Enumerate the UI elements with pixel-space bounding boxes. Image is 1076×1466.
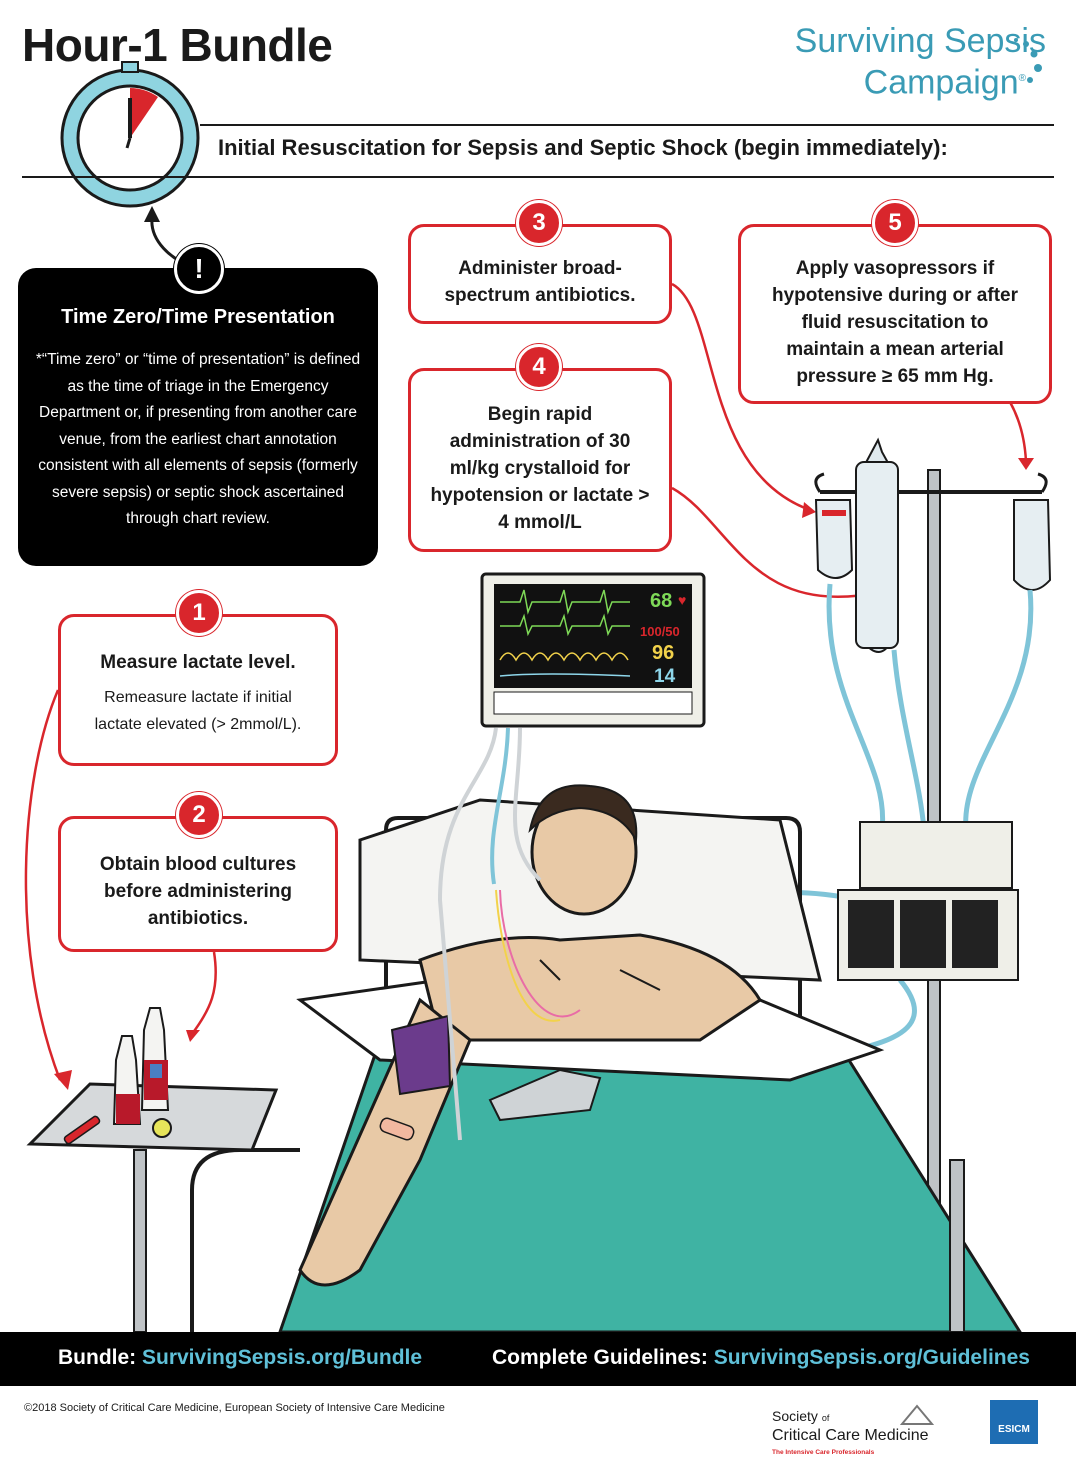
step-5-box: Apply vasopressors if hypotensive during…: [738, 224, 1052, 404]
footer-bundle-label: Bundle:: [58, 1346, 137, 1369]
footer-guidelines: Complete Guidelines: SurvivingSepsis.org…: [492, 1346, 1030, 1370]
esicm-logo: ESICM: [990, 1400, 1038, 1444]
step-1-main: Measure lactate level.: [100, 652, 296, 673]
step-4-badge: 4: [516, 344, 562, 390]
step-3-main: Administer broad-spectrum antibiotics.: [444, 258, 636, 306]
sccm-of: of: [821, 1413, 830, 1423]
time-zero-definition: *“Time zero” or “time of presentation” i…: [35, 351, 361, 527]
sccm-mountain-icon: [900, 1404, 934, 1425]
arrow-connectors: [24, 282, 1028, 1081]
footer-bundle: Bundle: SurvivingSepsis.org/Bundle: [58, 1346, 422, 1370]
page-title: Hour-1 Bundle: [22, 19, 333, 71]
footer-bar: Bundle: SurvivingSepsis.org/Bundle Compl…: [0, 1332, 1076, 1386]
infusion-pumps: [837, 821, 1019, 981]
monitor-heart-rate: 68: [650, 590, 673, 612]
patient-figure: [298, 784, 763, 1287]
brand-line-1: Surviving Sepsis: [794, 22, 1046, 60]
clock-icon: [60, 61, 200, 208]
step-2-box: Obtain blood cultures before administeri…: [58, 816, 338, 952]
patient-monitor: [480, 572, 706, 728]
header-rule-top: [200, 124, 1054, 126]
step-4-box: Begin rapid administration of 30 ml/kg c…: [408, 368, 672, 552]
alert-icon: !: [174, 244, 224, 294]
step-5-main: Apply vasopressors if hypotensive during…: [772, 258, 1018, 387]
brand-dots-icon: [1014, 38, 1042, 83]
header-rule-bottom: [22, 176, 1054, 178]
monitor-spo2: 96: [652, 642, 675, 664]
monitor-resp-rate: 14: [654, 666, 676, 687]
specimen-tray: [26, 1007, 279, 1333]
heart-icon: ♥: [678, 592, 687, 608]
brand-line-2: Campaign: [863, 63, 1019, 102]
step-3-box: Administer broad-spectrum antibiotics.: [408, 224, 672, 324]
step-3-badge: 3: [516, 200, 562, 246]
sccm-line-2: Critical Care Medicine: [772, 1427, 929, 1444]
registered-mark: ®: [1018, 73, 1026, 84]
time-zero-panel: Time Zero/Time Presentation *“Time zero”…: [18, 268, 378, 566]
step-2-main: Obtain blood cultures before administeri…: [99, 854, 297, 929]
step-1-box: Measure lactate level. Remeasure lactate…: [58, 614, 338, 766]
guidelines-link[interactable]: SurvivingSepsis.org/Guidelines: [713, 1346, 1030, 1369]
step-2-badge: 2: [176, 792, 222, 838]
copyright-text: ©2018 Society of Critical Care Medicine,…: [24, 1402, 445, 1414]
sccm-line-1: Society: [772, 1408, 818, 1424]
sccm-tagline: The Intensive Care Professionals: [772, 1449, 875, 1456]
time-zero-title: Time Zero/Time Presentation: [61, 306, 335, 328]
bundle-link[interactable]: SurvivingSepsis.org/Bundle: [142, 1346, 423, 1369]
sccm-logo: Society of Critical Care Medicine The In…: [772, 1408, 929, 1461]
step-4-main: Begin rapid administration of 30 ml/kg c…: [430, 404, 650, 533]
step-5-badge: 5: [872, 200, 918, 246]
brand-logo: Surviving Sepsis Campaign®: [795, 22, 1046, 101]
section-subtitle: Initial Resuscitation for Sepsis and Sep…: [218, 135, 948, 160]
footer-guidelines-label: Complete Guidelines:: [492, 1346, 708, 1369]
step-1-badge: 1: [176, 590, 222, 636]
step-1-sub: Remeasure lactate if initial lactate ele…: [94, 689, 302, 733]
monitor-blood-pressure: 100/50: [640, 624, 680, 639]
